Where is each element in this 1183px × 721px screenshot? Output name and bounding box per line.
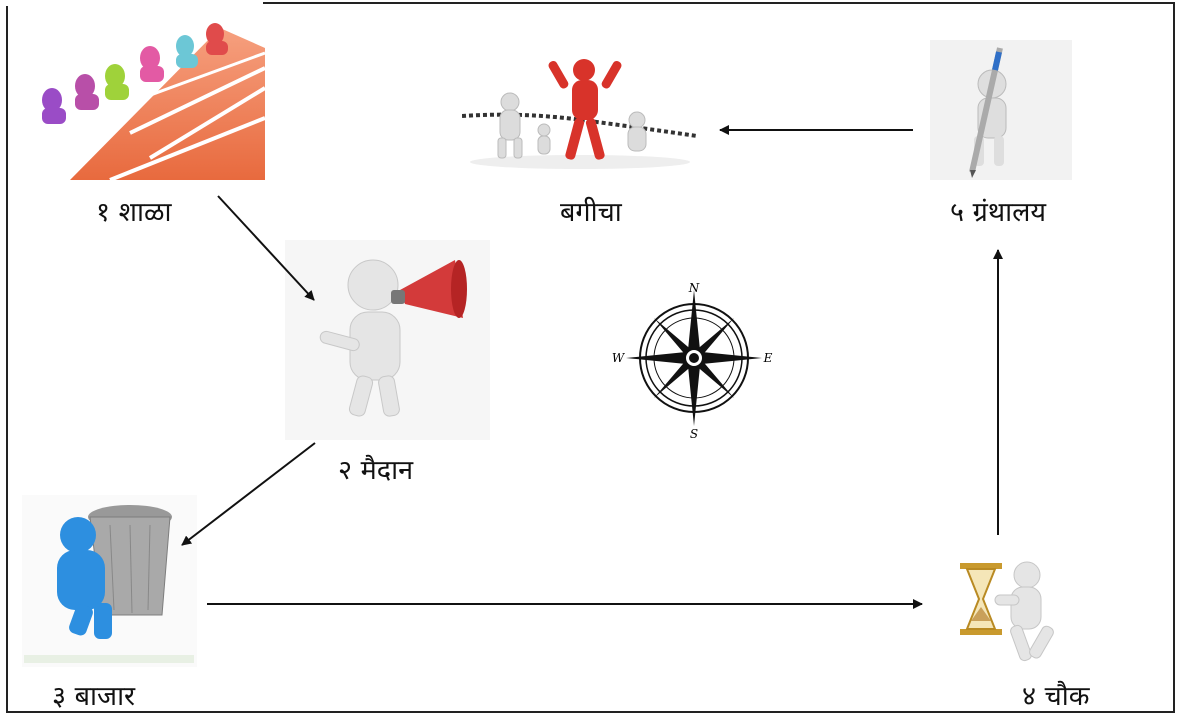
school-illustration [42,23,265,180]
compass-illustration: N S E W [612,281,773,440]
garden-illustration [462,59,697,169]
arrow-school-to-ground [217,195,315,301]
compass-s: S [690,427,698,440]
compass-w: W [612,351,626,365]
square-illustration [960,561,1054,662]
label-school: १ शाळा [96,197,172,228]
library-illustration [930,40,1072,180]
compass-n: N [688,281,700,295]
frame-gap [5,0,263,6]
arrow-ground-to-market [181,442,316,546]
ground-illustration [285,240,490,440]
label-library: ५ ग्रंथालय [950,197,1047,228]
label-market: ३ बाजार [52,681,136,712]
market-illustration [22,495,197,667]
crouching-runners [42,23,228,124]
compass-e: E [763,351,773,365]
trash-can-icon [88,505,172,616]
label-garden: बगीचा [560,197,622,228]
hourglass-icon [960,563,1002,635]
megaphone-icon [391,260,467,318]
label-square: ४ चौक [1022,681,1090,712]
label-ground: २ मैदान [338,455,414,486]
